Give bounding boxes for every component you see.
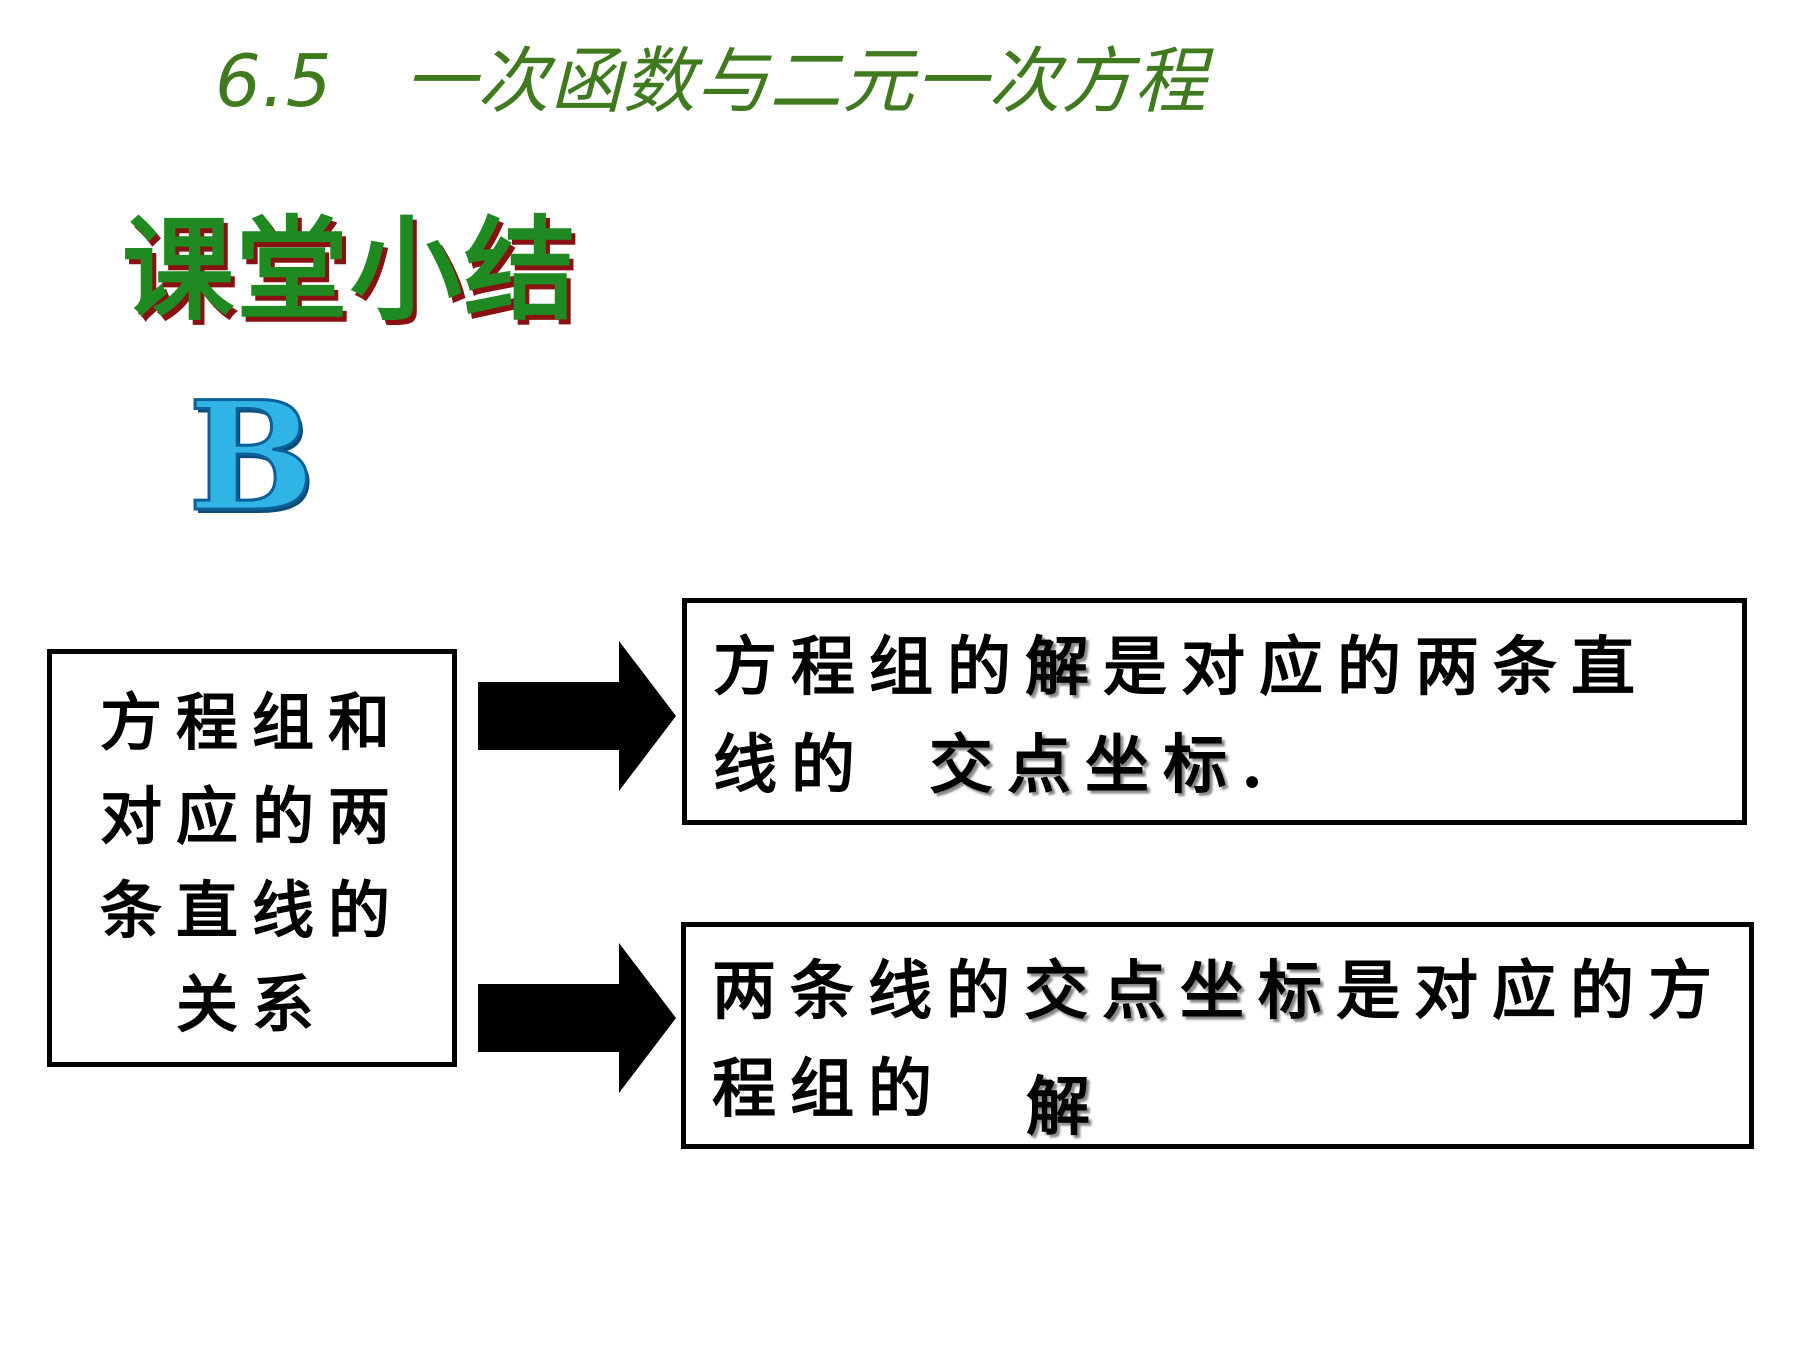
result-top-suffix: . bbox=[1241, 728, 1278, 803]
result-bottom-middle: 是对应的方程组的 bbox=[712, 954, 1726, 1127]
result-top-prefix: 方程组的 bbox=[713, 630, 1025, 705]
source-box: 方程组和对应的两条直线的关系 bbox=[47, 649, 457, 1067]
result-bottom-prefix: 两条线的 bbox=[712, 954, 1024, 1029]
section-title: 课堂小结 bbox=[122, 206, 578, 336]
slide-header: 6.5 一次函数与二元一次方程 bbox=[215, 39, 1208, 123]
source-box-text: 方程组和对应的两条直线的关系 bbox=[99, 686, 404, 1041]
result-top-answer2: 交点坐标 bbox=[929, 728, 1241, 803]
result-box-bottom: 两条线的交点坐标是对应的方程组的解 bbox=[681, 922, 1754, 1149]
arrow-right-icon bbox=[478, 943, 676, 1093]
result-bottom-answer2: 解 bbox=[1026, 1070, 1104, 1145]
arrow-right-icon-shape bbox=[478, 943, 676, 1093]
result-bottom-answer: 交点坐标 bbox=[1024, 954, 1336, 1029]
arrow-right-icon-shape bbox=[478, 641, 676, 791]
arrow-right-icon bbox=[478, 641, 676, 791]
badge-letter-b: B bbox=[187, 369, 317, 545]
result-top-answer: 解 bbox=[1025, 630, 1103, 705]
result-box-top: 方程组的解是对应的两条直线的交点坐标. bbox=[682, 598, 1747, 825]
result-top-middle: 是对应的两条直线的 bbox=[713, 630, 1649, 803]
